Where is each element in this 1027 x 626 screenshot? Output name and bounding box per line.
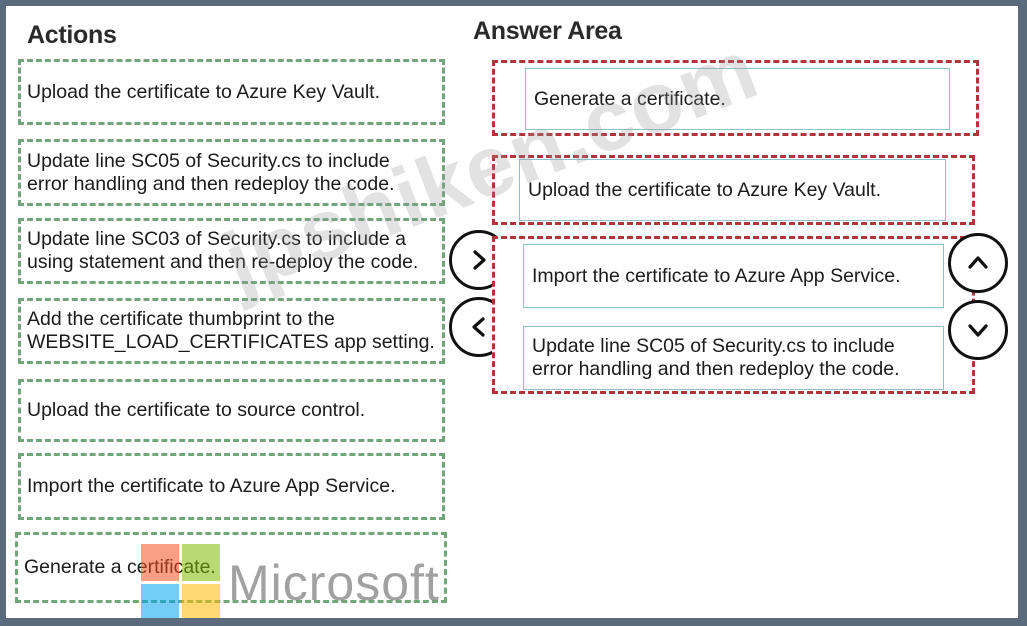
move-up-button[interactable] — [948, 233, 1008, 293]
action-item[interactable]: Update line SC05 of Security.cs to inclu… — [18, 139, 445, 206]
action-item[interactable]: Import the certificate to Azure App Serv… — [18, 453, 445, 520]
action-item-label: Import the certificate to Azure App Serv… — [27, 475, 396, 497]
action-item[interactable]: Update line SC03 of Security.cs to inclu… — [18, 218, 445, 284]
action-item-label: Generate a certificate. — [24, 556, 216, 578]
action-item-label: Update line SC05 of Security.cs to inclu… — [27, 149, 395, 195]
chevron-right-icon — [473, 250, 486, 270]
answer-item[interactable]: Import the certificate to Azure App Serv… — [523, 244, 944, 308]
action-item-label: Upload the certificate to source control… — [27, 399, 366, 421]
answer-area-heading: Answer Area — [473, 17, 622, 45]
action-item-label: Upload the certificate to Azure Key Vaul… — [27, 80, 380, 103]
answer-item-label: Upload the certificate to Azure Key Vaul… — [528, 178, 881, 201]
action-item[interactable]: Generate a certificate. — [15, 532, 447, 603]
actions-heading: Actions — [27, 21, 117, 49]
move-down-button[interactable] — [948, 300, 1008, 360]
answer-item-label: Generate a certificate. — [534, 87, 726, 110]
answer-item[interactable]: Update line SC05 of Security.cs to inclu… — [523, 326, 944, 390]
answer-item[interactable]: Generate a certificate. — [525, 68, 950, 130]
chevron-left-icon — [472, 317, 485, 337]
answer-item[interactable]: Upload the certificate to Azure Key Vaul… — [519, 159, 946, 221]
action-item[interactable]: Add the certificate thumbprint to the WE… — [18, 298, 445, 364]
action-item-label: Add the certificate thumbprint to the WE… — [27, 308, 435, 353]
drag-drop-question: Actions Answer Area Upload the certifica… — [6, 6, 1018, 618]
action-item-label: Update line SC03 of Security.cs to inclu… — [27, 228, 419, 273]
answer-item-label: Update line SC05 of Security.cs to inclu… — [532, 335, 900, 380]
action-item[interactable]: Upload the certificate to source control… — [18, 379, 445, 442]
action-item[interactable]: Upload the certificate to Azure Key Vaul… — [18, 59, 445, 125]
chevron-up-icon — [968, 256, 988, 269]
chevron-down-icon — [968, 324, 988, 337]
answer-item-label: Import the certificate to Azure App Serv… — [532, 264, 901, 287]
